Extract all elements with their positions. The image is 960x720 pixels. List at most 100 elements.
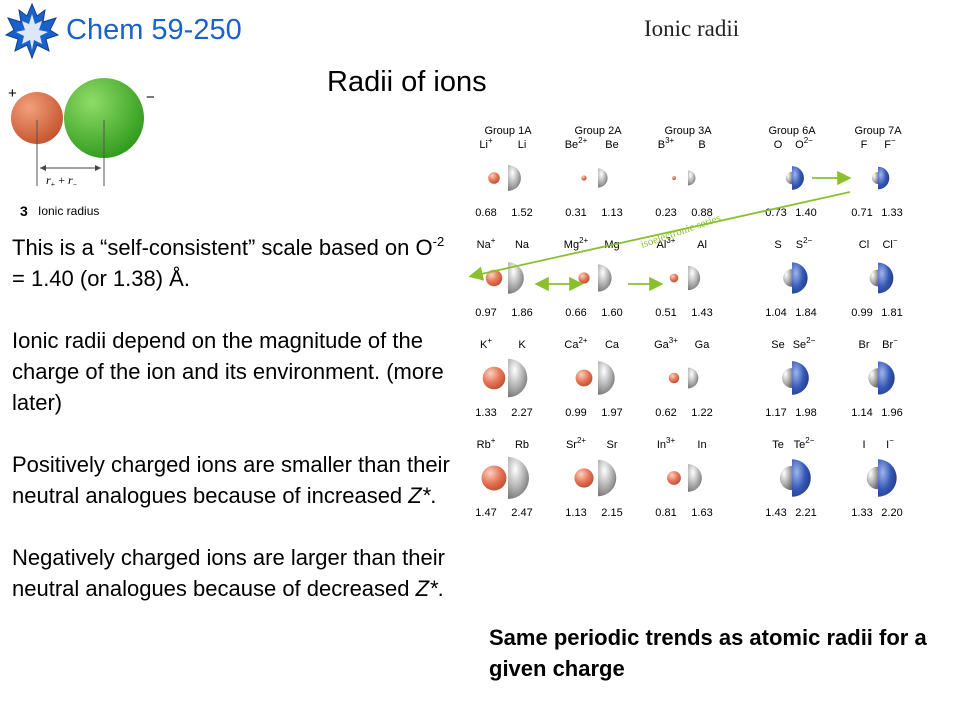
atom-radius: 0.71 [851, 207, 872, 219]
cation-sphere [668, 372, 680, 384]
atom-hemisphere [866, 466, 878, 490]
ion-label: F− [884, 136, 896, 151]
atom-label: I [862, 439, 865, 451]
atom-hemisphere [508, 262, 524, 294]
atom-hemisphere [598, 361, 615, 395]
ion-label: Sr2+ [566, 436, 586, 451]
atom-hemisphere [868, 368, 878, 388]
ion-label: Cl− [882, 236, 897, 251]
atom-radius: 1.14 [851, 407, 872, 419]
ion-label: Rb+ [477, 436, 496, 451]
ion-label: Ga3+ [654, 336, 678, 351]
atom-radius: 1.33 [851, 507, 872, 519]
atom-label: Rb [515, 439, 529, 451]
cation-sphere [482, 366, 506, 390]
ion-radius: 1.84 [795, 307, 816, 319]
atom-hemisphere [688, 265, 701, 291]
element-cell: Li+ Li 0.68 1.52 [475, 136, 532, 219]
atom-label: Br [859, 339, 870, 351]
paragraph-scale: This is a “self-consistent” scale based … [12, 234, 445, 291]
ion-label: Al3+ [657, 236, 676, 251]
ion-radius: 0.99 [565, 407, 586, 419]
ion-radius: 2.20 [881, 507, 902, 519]
group-header: Group 3A [664, 125, 712, 137]
cation-sphere [578, 272, 590, 284]
anion-hemisphere [792, 166, 804, 190]
atom-radius: 1.22 [691, 407, 712, 419]
ion-label: Br− [882, 336, 898, 351]
anion-hemisphere [792, 361, 809, 395]
ion-label: Mg2+ [564, 236, 589, 251]
atom-label: Se [771, 339, 784, 351]
element-cell: F F− 0.71 1.33 [851, 136, 902, 219]
atom-label: Ga [695, 339, 711, 351]
cation-sphere [574, 468, 594, 488]
figure-number: 3 [20, 203, 28, 219]
atom-label: Al [697, 239, 707, 251]
atom-hemisphere [688, 464, 702, 492]
atom-label: B [698, 139, 705, 151]
atom-hemisphere [782, 368, 792, 388]
ion-label: Li+ [479, 136, 493, 151]
ion-radius: 1.33 [475, 407, 496, 419]
atom-label: F [861, 139, 868, 151]
atom-label: Na [515, 239, 530, 251]
course-title: Chem 59-250 [66, 14, 242, 46]
ion-radius: 0.68 [475, 207, 496, 219]
ion-radius: 1.81 [881, 307, 902, 319]
atom-hemisphere [688, 367, 699, 389]
atom-label: In [697, 439, 706, 451]
paragraph-positive: Positively charged ions are smaller than… [12, 452, 450, 508]
r-sum-label: r+ + r− [46, 173, 78, 189]
cation-sphere [575, 369, 593, 387]
cation-sphere [485, 269, 503, 287]
ion-label: Ca2+ [564, 336, 588, 351]
atom-radius: 1.43 [691, 307, 712, 319]
ion-label: Te2− [794, 436, 815, 451]
maple-leaf-icon [4, 2, 60, 60]
anion-hemisphere [792, 459, 811, 497]
atom-label: K [518, 339, 526, 351]
ion-label: K+ [480, 336, 492, 351]
atom-label: Cl [859, 239, 869, 251]
ion-radius: 0.51 [655, 307, 676, 319]
ion-radius: 1.98 [795, 407, 816, 419]
paragraph-charge: Ionic radii depend on the magnitude of t… [12, 328, 444, 415]
atom-label: Te [772, 439, 784, 451]
ion-radius: 1.13 [565, 507, 586, 519]
ion-label: S2− [796, 236, 813, 251]
atom-hemisphere [783, 269, 792, 287]
atom-hemisphere [598, 459, 617, 497]
atom-hemisphere [598, 264, 612, 292]
anion-sphere [64, 78, 144, 158]
ion-radius: 1.96 [881, 407, 902, 419]
atom-label: O [774, 139, 783, 151]
element-cell: Al3+ Al 0.51 1.43 [655, 236, 712, 319]
atom-label: Sr [607, 439, 618, 451]
atom-label: Be [605, 139, 618, 151]
cation-sphere [481, 465, 507, 491]
ion-radius: 1.40 [795, 207, 816, 219]
ion-radius: 0.31 [565, 207, 586, 219]
atom-label: Li [518, 139, 527, 151]
atom-hemisphere [598, 168, 608, 188]
ion-label: In3+ [657, 436, 676, 451]
atom-radius: 1.43 [765, 507, 786, 519]
ion-radius: 1.33 [881, 207, 902, 219]
isoelectronic-arrow [468, 191, 851, 281]
atom-label: S [774, 239, 781, 251]
atom-radius: 1.52 [511, 207, 532, 219]
anion-hemisphere [878, 361, 895, 395]
atom-hemisphere [508, 358, 528, 398]
